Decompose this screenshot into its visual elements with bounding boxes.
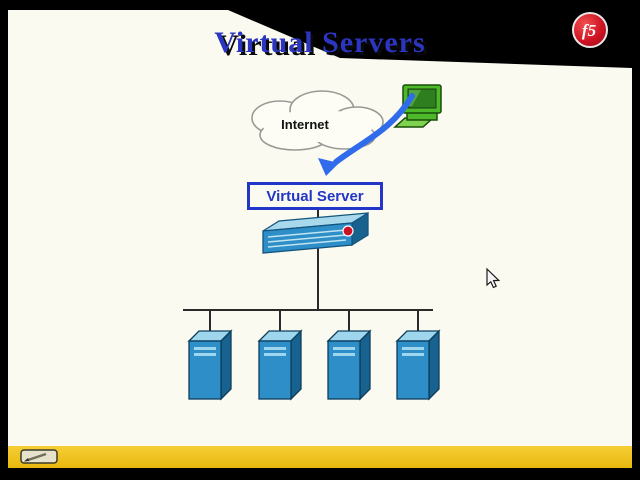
annotation-bar bbox=[8, 446, 632, 468]
connector-drops bbox=[209, 310, 419, 341]
server-tower-icon bbox=[187, 329, 233, 401]
server-tower-icon bbox=[257, 329, 303, 401]
virtual-server-label: Virtual Server bbox=[266, 187, 364, 205]
title-band bbox=[228, 10, 632, 68]
pen-tool-button[interactable] bbox=[20, 449, 60, 465]
traffic-arrow-icon bbox=[318, 93, 415, 176]
f5-appliance-icon bbox=[262, 211, 369, 254]
server-tower-icon bbox=[326, 329, 372, 401]
f5-logo-text: f5 bbox=[581, 20, 597, 40]
internet-label: Internet bbox=[281, 117, 329, 132]
virtual-server-box: Virtual Server bbox=[247, 182, 383, 210]
appliance-f5-badge bbox=[342, 225, 354, 237]
slide-title: Virtual Servers bbox=[214, 26, 426, 59]
pen-tool-icon bbox=[20, 449, 58, 464]
f5-logo: f5 bbox=[572, 12, 608, 48]
internet-cloud-icon bbox=[251, 90, 384, 151]
server-tower-icon bbox=[395, 329, 441, 401]
